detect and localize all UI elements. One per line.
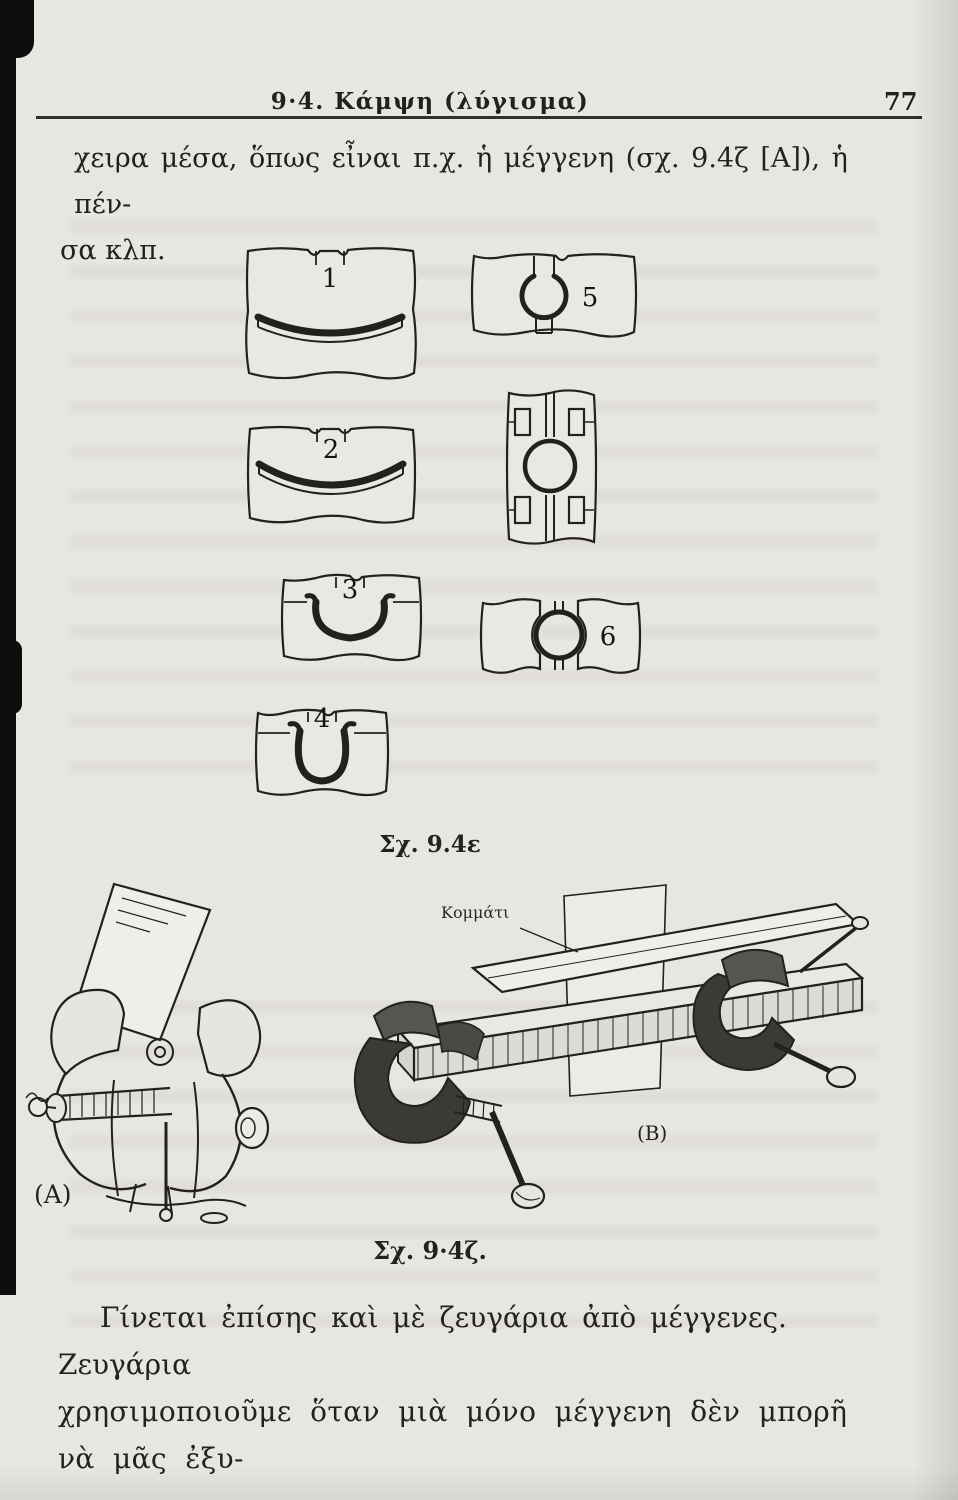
figure-vises-caption: Σχ. 9·4ζ. [373, 1236, 487, 1265]
clamp-fixture-drawing [505, 389, 598, 545]
die-5-number: 5 [582, 283, 599, 313]
figure-vises-illustration [25, 882, 869, 1224]
figure-dies-caption: Σχ. 9.4ε [379, 831, 481, 858]
page-number: 77 [884, 87, 918, 116]
binding-shadow-corner [0, 0, 34, 58]
section-header: 9·4. Κάμψη (λύγισμα) [270, 88, 590, 115]
header-divider [36, 116, 922, 119]
kommati-pointer-line [519, 927, 579, 953]
figure-dies-illustration: 1 5 2 [245, 247, 642, 797]
die-6-drawing: 6 [479, 598, 642, 674]
die-1-number: 1 [322, 264, 339, 294]
die-2-number: 2 [323, 435, 340, 465]
vise-b-label: (Β) [637, 1121, 668, 1145]
page-edge-shadow-right [912, 0, 958, 1500]
die-2-drawing: 2 [246, 425, 417, 524]
die-3-number: 3 [342, 575, 359, 605]
closing-line-1: Γίνεται ἐπίσης καὶ μὲ ζευγάρια ἀπὸ μέγγε… [58, 1301, 787, 1381]
vise-b-drawing [353, 884, 869, 1210]
die-4-number: 4 [314, 704, 331, 734]
vise-a-drawing [25, 882, 270, 1224]
intro-line-1: χειρα μέσα, ὅπως εἶναι π.χ. ἡ μέγγενη (σ… [74, 143, 848, 220]
die-1-drawing: 1 [245, 247, 417, 380]
die-3-drawing: 3 [280, 573, 423, 662]
closing-line-2: χρησιμοποιοῦμε ὅταν μιὰ μόνο μέγγενη δὲν… [58, 1395, 848, 1475]
intro-line-2: σα κλπ. [60, 235, 166, 266]
closing-paragraph: Γίνεται ἐπίσης καὶ μὲ ζευγάρια ἀπὸ μέγγε… [58, 1294, 856, 1482]
workpiece-label: Κομμάτι [441, 903, 510, 922]
die-4-drawing: 4 [254, 704, 390, 797]
page-edge-shadow-bottom [0, 1466, 958, 1500]
die-5-drawing: 5 [470, 253, 638, 338]
vise-a-label: (Α) [34, 1180, 72, 1209]
binding-shadow-bump [0, 640, 22, 714]
die-6-number: 6 [600, 622, 617, 652]
intro-paragraph: χειρα μέσα, ὅπως εἶναι π.χ. ἡ μέγγενη (σ… [60, 136, 888, 274]
